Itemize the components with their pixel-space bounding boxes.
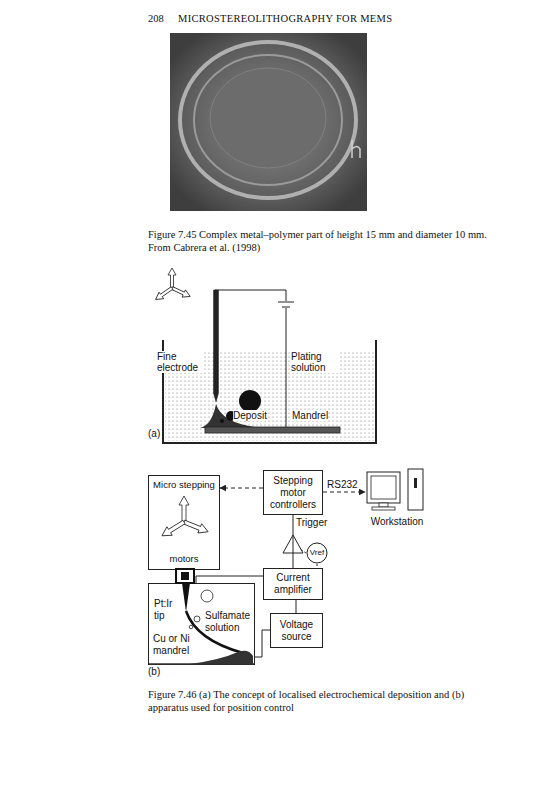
circuit-wire	[215, 290, 294, 427]
axis-arrow	[182, 517, 210, 536]
deposit	[186, 611, 243, 653]
part-center	[210, 68, 326, 168]
connector	[196, 576, 263, 583]
node-label: Pt:Ir tip	[154, 598, 184, 622]
amplifier-box: Current amplifier	[263, 568, 323, 600]
bubble	[201, 590, 213, 602]
node-label: Micro stepping	[149, 479, 219, 491]
voltage-source-box: Voltage source	[270, 613, 323, 648]
axis-symbol	[153, 268, 191, 303]
screen	[371, 476, 396, 499]
connector-label: Trigger	[296, 517, 327, 528]
connector	[323, 492, 365, 493]
pt-ir-tip	[182, 583, 190, 612]
connector	[293, 515, 294, 568]
node-label: Vref	[306, 548, 328, 557]
node-label: Current amplifier	[266, 572, 320, 596]
panel-label: (a)	[148, 428, 160, 439]
node-label: Stepping motor controllers	[266, 475, 320, 511]
axis-arrow	[168, 268, 176, 288]
drive-slot	[414, 478, 417, 488]
bubble	[239, 390, 261, 412]
mandrel-base	[149, 663, 254, 665]
bubble	[220, 419, 224, 423]
electrode-holder-core	[181, 572, 189, 580]
computer-tower	[408, 469, 423, 510]
photo-background	[170, 33, 367, 211]
running-head: MICROSTEREOLITHOGRAPHY FOR MEMS	[178, 12, 392, 25]
mandrel	[205, 427, 340, 433]
monitor-stand	[379, 503, 388, 507]
circle-outline-shape	[307, 543, 327, 563]
electrode-holder	[176, 569, 194, 583]
part-photo	[170, 33, 367, 211]
connector	[296, 600, 297, 613]
axis-arrow	[179, 496, 189, 522]
bubble	[194, 616, 200, 622]
connector	[220, 488, 263, 489]
node-label: Workstation	[359, 516, 435, 528]
monitor	[367, 472, 400, 503]
node-label: Sulfamate solution	[205, 610, 255, 634]
mandrel	[190, 651, 253, 664]
axis-symbol	[159, 496, 210, 540]
node-label: Voltage source	[273, 619, 320, 643]
apparatus-illustration	[149, 469, 423, 664]
part-label: Deposit	[233, 410, 267, 421]
figure-caption: Figure 7.46 (a) The concept of localised…	[148, 688, 493, 714]
controller-box: Stepping motor controllers	[263, 470, 323, 515]
figure-caption: Figure 7.45 Complex metal–polymer part o…	[148, 228, 498, 254]
computer-icon	[367, 469, 423, 510]
connector	[255, 630, 270, 657]
connector-label: RS232	[327, 479, 358, 490]
reference-circle: Vref	[306, 542, 328, 564]
fine-electrode	[214, 290, 219, 402]
concept-illustration	[153, 268, 376, 443]
part-label: Fine electrode	[157, 351, 203, 373]
axis-arrow	[159, 518, 186, 540]
axis-arrow	[170, 284, 192, 300]
node-label: motors	[149, 553, 219, 565]
panel-label: (b)	[148, 666, 160, 677]
part-inner-ring	[194, 55, 342, 185]
node-label: Cu or Ni mandrel	[153, 633, 197, 657]
part-label: Plating solution	[291, 351, 339, 373]
reference-wire	[300, 549, 317, 568]
bubble	[189, 625, 193, 629]
photo-mark	[352, 140, 360, 158]
part-outer-ring	[180, 42, 356, 198]
page-number: 208	[148, 12, 164, 25]
monitor-base	[372, 507, 395, 510]
part-label: Mandrel	[292, 410, 328, 421]
axis-arrow	[153, 285, 174, 303]
